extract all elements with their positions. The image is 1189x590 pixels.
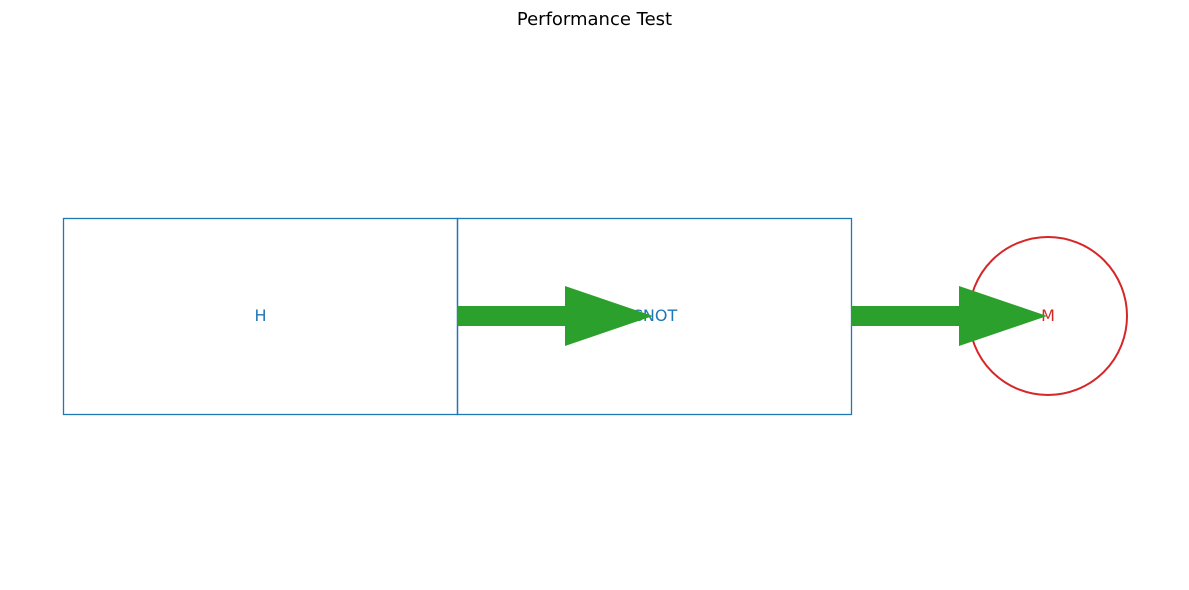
arrow-cnot-to-measurement — [851, 286, 1047, 346]
gate-cnot-label: CNOT — [632, 306, 678, 325]
gate-h-label: H — [254, 306, 266, 325]
diagram-title: Performance Test — [517, 9, 672, 30]
arrow-h-to-cnot — [457, 286, 653, 346]
gate-h: H — [62, 217, 459, 416]
measurement-label: M — [1041, 306, 1055, 325]
